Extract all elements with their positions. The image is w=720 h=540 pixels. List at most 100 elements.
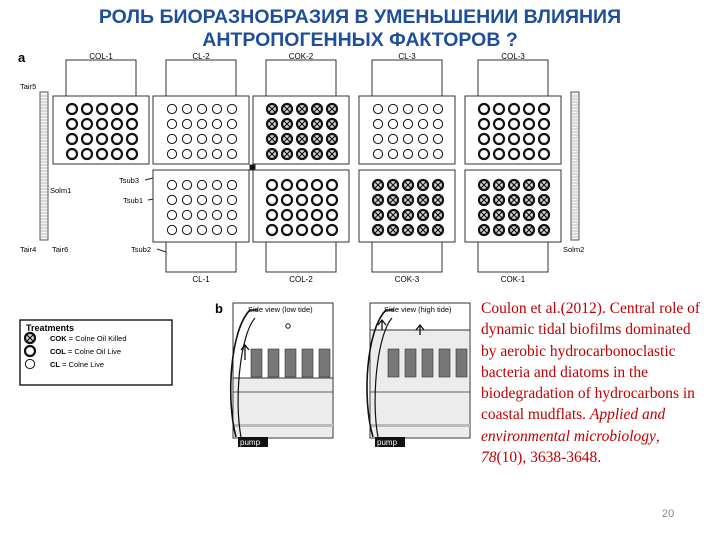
- sediment-core: [404, 348, 417, 378]
- core-col: [295, 208, 309, 222]
- core-cl: [211, 224, 223, 236]
- sediment-core: [438, 348, 451, 378]
- tair6-label: Tair6: [52, 245, 68, 254]
- core-col: [477, 117, 491, 131]
- core-cl: [417, 118, 429, 130]
- core-cl: [402, 148, 414, 160]
- tank-label: CL-2: [192, 52, 210, 61]
- core-cok: [431, 193, 445, 207]
- core-col: [477, 147, 491, 161]
- core-col: [492, 132, 506, 146]
- core-cok: [325, 102, 339, 116]
- sediment-core: [318, 348, 331, 378]
- core-cok: [295, 117, 309, 131]
- core-col: [295, 178, 309, 192]
- solm2-label: Solm2: [563, 245, 584, 254]
- core-cl: [432, 103, 444, 115]
- core-cok: [401, 178, 415, 192]
- core-cl: [226, 209, 238, 221]
- core-cl: [166, 209, 178, 221]
- sediment-core: [284, 348, 297, 378]
- core-col: [80, 132, 94, 146]
- core-cok: [401, 208, 415, 222]
- core-cok: [522, 193, 536, 207]
- core-cl: [166, 224, 178, 236]
- tank-label: CL-1: [192, 275, 210, 284]
- core-cl: [196, 133, 208, 145]
- core-col: [295, 193, 309, 207]
- tank-upper-col-1: [52, 95, 150, 165]
- tair4-label: Tair4: [20, 245, 36, 254]
- core-cok: [280, 117, 294, 131]
- core-col: [325, 193, 339, 207]
- tank-upper-cl-2: [152, 95, 250, 165]
- core-col: [23, 344, 37, 358]
- core-cl: [196, 118, 208, 130]
- core-cl: [181, 133, 193, 145]
- core-cl: [432, 133, 444, 145]
- core-col: [325, 178, 339, 192]
- core-cl: [211, 118, 223, 130]
- core-col: [477, 102, 491, 116]
- side-view-high-tide: Side view (high tide) pump: [366, 302, 471, 447]
- core-cl: [196, 148, 208, 160]
- core-col: [265, 178, 279, 192]
- core-col: [95, 102, 109, 116]
- core-cl: [387, 133, 399, 145]
- core-cok: [401, 223, 415, 237]
- core-col: [537, 102, 551, 116]
- core-col: [477, 132, 491, 146]
- core-col: [125, 132, 139, 146]
- core-cok: [507, 208, 521, 222]
- tsub1-label: Tsub1: [123, 196, 143, 205]
- core-cok: [325, 132, 339, 146]
- legend-item-text: CL = Colne Live: [50, 360, 104, 369]
- core-cl: [226, 133, 238, 145]
- legend-item-text: COK = Colne Oil Killed: [50, 334, 127, 343]
- tank-label: COL-1: [89, 52, 113, 61]
- core-cok: [371, 193, 385, 207]
- core-col: [310, 223, 324, 237]
- core-col: [280, 208, 294, 222]
- tank-header-cl-2: CL-2: [165, 52, 237, 97]
- core-cok: [477, 193, 491, 207]
- core-cl: [211, 194, 223, 206]
- core-cl: [432, 118, 444, 130]
- core-col: [295, 223, 309, 237]
- sediment-core: [267, 348, 280, 378]
- core-cok: [416, 208, 430, 222]
- core-col: [507, 132, 521, 146]
- core-col: [280, 223, 294, 237]
- core-cl: [402, 118, 414, 130]
- core-col: [507, 147, 521, 161]
- core-cok: [295, 147, 309, 161]
- core-cl: [432, 148, 444, 160]
- core-cl: [417, 148, 429, 160]
- core-col: [125, 117, 139, 131]
- core-cl: [181, 179, 193, 191]
- core-cok: [265, 102, 279, 116]
- core-cl: [166, 133, 178, 145]
- citation-text: Coulon et al.(2012). Central role of dyn…: [481, 300, 701, 424]
- core-cl: [372, 133, 384, 145]
- core-cok: [477, 178, 491, 192]
- core-cl: [417, 133, 429, 145]
- slide-title-line1: РОЛЬ БИОРАЗНОБРАЗИЯ В УМЕНЬШЕНИИ ВЛИЯНИЯ: [98, 6, 622, 28]
- core-cl: [166, 179, 178, 191]
- core-cok: [310, 102, 324, 116]
- core-cok: [280, 147, 294, 161]
- tank-lower-cl-1: [152, 169, 250, 243]
- core-cok: [386, 193, 400, 207]
- pump-label-high: pump: [377, 438, 398, 447]
- legend-item-cl: CL = Colne Live: [24, 358, 104, 370]
- core-cok: [492, 208, 506, 222]
- core-cl: [166, 103, 178, 115]
- core-cok: [386, 208, 400, 222]
- core-col: [65, 132, 79, 146]
- tank-footer-col-2: COL-2: [265, 241, 337, 284]
- core-cl: [211, 209, 223, 221]
- core-col: [507, 102, 521, 116]
- core-col: [492, 117, 506, 131]
- core-cok: [265, 147, 279, 161]
- core-cl: [166, 118, 178, 130]
